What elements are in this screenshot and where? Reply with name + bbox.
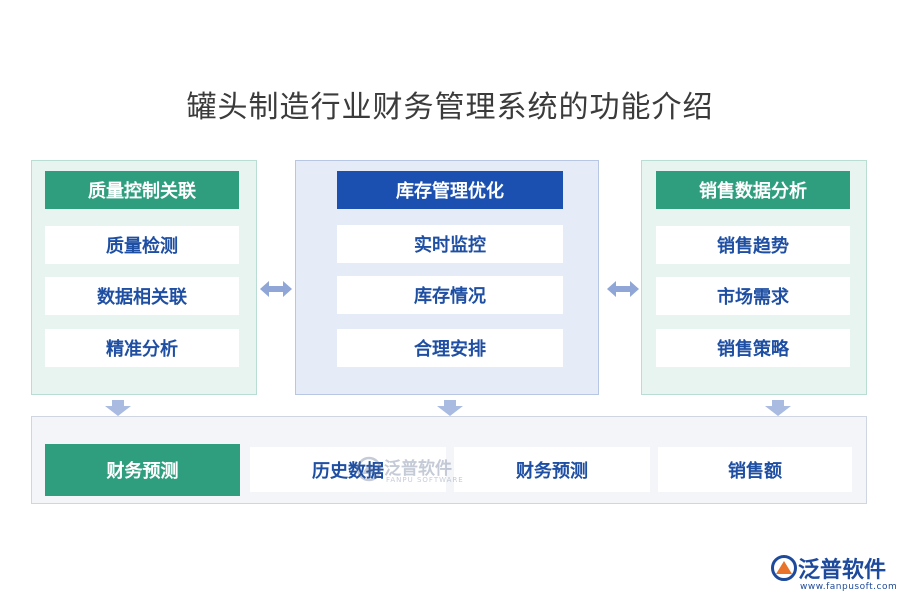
- sales-item-3: 销售策略: [656, 329, 850, 367]
- quality-item-3: 精准分析: [45, 329, 239, 367]
- sales-analysis-header: 销售数据分析: [656, 171, 850, 209]
- quality-item-1: 质量检测: [45, 226, 239, 264]
- watermark-subtext: FANPU SOFTWARE: [386, 476, 464, 484]
- brand-url: www.fanpusoft.com: [800, 582, 898, 592]
- double-arrow-icon: [607, 281, 639, 297]
- fanpu-logo-icon: [356, 456, 382, 482]
- down-arrow-icon: [105, 400, 131, 416]
- inventory-header: 库存管理优化: [337, 171, 563, 209]
- forecast-item-3: 销售额: [658, 447, 852, 492]
- down-arrow-icon: [437, 400, 463, 416]
- page-title: 罐头制造行业财务管理系统的功能介绍: [186, 90, 714, 125]
- forecast-item-1: 历史数据: [250, 447, 446, 492]
- inventory-panel: 库存管理优化 实时监控 库存情况 合理安排: [295, 160, 599, 395]
- double-arrow-icon: [260, 281, 292, 297]
- inventory-item-1: 实时监控: [337, 225, 563, 263]
- fanpu-logo-icon: [771, 555, 797, 581]
- down-arrow-icon: [765, 400, 791, 416]
- watermark: 泛普软件 FANPU SOFTWARE: [356, 452, 466, 492]
- inventory-item-2: 库存情况: [337, 276, 563, 314]
- financial-forecast-panel: 财务预测 历史数据 财务预测 销售额: [31, 416, 867, 504]
- quality-item-2: 数据相关联: [45, 277, 239, 315]
- sales-item-2: 市场需求: [656, 277, 850, 315]
- brand-logo: 泛普软件 www.fanpusoft.com: [770, 552, 898, 598]
- watermark-text: 泛普软件: [384, 459, 452, 479]
- quality-control-header: 质量控制关联: [45, 171, 239, 209]
- sales-analysis-panel: 销售数据分析 销售趋势 市场需求 销售策略: [641, 160, 867, 395]
- inventory-item-3: 合理安排: [337, 329, 563, 367]
- quality-control-panel: 质量控制关联 质量检测 数据相关联 精准分析: [31, 160, 257, 395]
- brand-name: 泛普软件: [798, 558, 887, 583]
- sales-item-1: 销售趋势: [656, 226, 850, 264]
- financial-forecast-header: 财务预测: [45, 444, 240, 496]
- forecast-item-2: 财务预测: [454, 447, 650, 492]
